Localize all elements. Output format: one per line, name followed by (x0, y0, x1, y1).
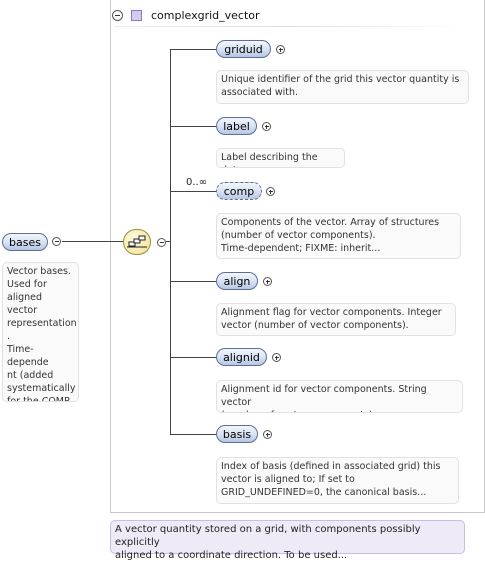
connector-line (170, 357, 216, 358)
node-align[interactable]: align (216, 272, 258, 290)
node-basis[interactable]: basis (216, 425, 258, 443)
element-title: complexgrid_vector (151, 8, 260, 22)
connector-line (170, 50, 171, 435)
node-label: basis (222, 427, 252, 441)
node-label[interactable]: label (216, 117, 257, 135)
connector-line (170, 191, 216, 192)
bases-documentation: Vector bases. Used for aligned vector re… (2, 262, 79, 402)
node-griduid[interactable]: griduid (216, 40, 271, 58)
node-label: label (223, 119, 250, 133)
connector-line (170, 49, 216, 50)
connector-line (166, 241, 171, 242)
element-header: complexgrid_vector (112, 4, 260, 26)
align-documentation: Alignment flag for vector components. In… (216, 303, 456, 336)
plus-circle-icon[interactable] (276, 45, 285, 54)
griduid-documentation: Unique identifier of the grid this vecto… (216, 70, 469, 104)
node-label: comp (223, 184, 255, 198)
label-documentation: Label describing the data (216, 148, 345, 168)
node-bases[interactable]: bases (2, 233, 48, 251)
complex-type-icon (131, 9, 142, 21)
alignid-documentation: Alignment id for vector components. Stri… (216, 380, 463, 413)
multiplicity-label: 0..∞ (186, 177, 208, 188)
connector-line (170, 126, 216, 127)
node-comp[interactable]: comp (216, 182, 262, 200)
plus-circle-icon[interactable] (263, 277, 272, 286)
collapse-icon[interactable] (112, 9, 123, 21)
connector-line (62, 241, 124, 242)
comp-documentation: Components of the vector. Array of struc… (216, 213, 461, 259)
plus-circle-icon[interactable] (272, 353, 281, 362)
header-divider (114, 26, 464, 27)
sequence-compositor[interactable] (123, 229, 151, 255)
sequence-compositor-icon (127, 235, 147, 248)
node-label: bases (9, 235, 41, 249)
plus-circle-icon[interactable] (262, 122, 271, 131)
node-label: griduid (224, 42, 263, 56)
element-documentation: A vector quantity stored on a grid, with… (110, 520, 465, 561)
collapse-icon[interactable] (157, 238, 166, 247)
connector-line (170, 434, 216, 435)
node-label: alignid (223, 350, 260, 364)
basis-documentation: Index of basis (defined in associated gr… (216, 457, 459, 504)
node-label: align (223, 274, 251, 288)
plus-circle-icon[interactable] (263, 430, 272, 439)
node-alignid[interactable]: alignid (216, 348, 267, 366)
plus-circle-icon[interactable] (266, 187, 275, 196)
connector-line (170, 281, 216, 282)
collapse-icon[interactable] (52, 237, 61, 246)
